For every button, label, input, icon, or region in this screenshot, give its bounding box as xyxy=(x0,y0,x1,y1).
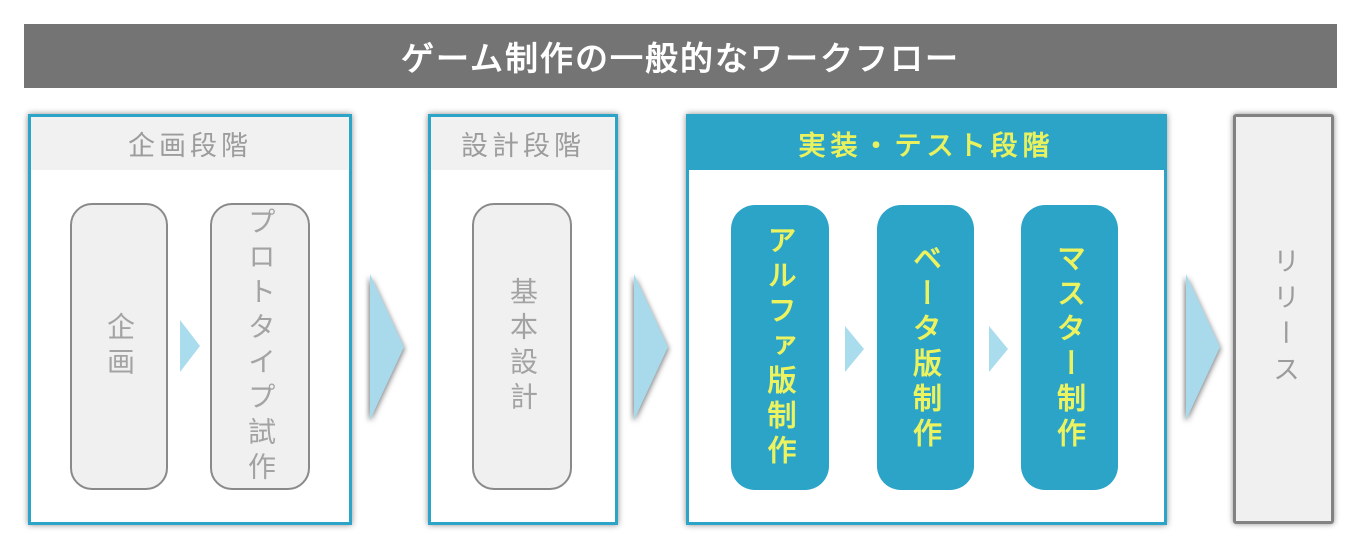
stage-implementation-test-header: 実装・テスト段階 xyxy=(689,117,1164,170)
stage-implementation-test: 実装・テスト段階 アルファ版制作 ベータ版制作 マスター制作 xyxy=(686,114,1167,525)
stage-planning: 企画段階 企画 プロトタイプ試作 xyxy=(28,114,352,525)
stage-arrow-shape xyxy=(1186,274,1220,420)
step-arrow-icon xyxy=(845,326,864,372)
step-arrow-icon xyxy=(180,320,200,372)
stage-design-header: 設計段階 xyxy=(431,117,615,170)
stage-planning-label: 企画段階 xyxy=(128,131,252,162)
node-basic-design-label: 基本設計 xyxy=(506,276,539,417)
node-planning: 企画 xyxy=(70,203,168,490)
node-master-build: マスター制作 xyxy=(1021,205,1118,490)
stage-implementation-test-label: 実装・テスト段階 xyxy=(798,131,1055,162)
stage-arrow-icon xyxy=(634,274,668,420)
stage-design: 設計段階 基本設計 xyxy=(428,114,618,525)
node-alpha-build: アルファ版制作 xyxy=(731,205,829,490)
node-alpha-build-label: アルファ版制作 xyxy=(763,225,797,470)
stage-planning-header: 企画段階 xyxy=(31,117,349,170)
release-box: リリース xyxy=(1233,114,1334,524)
node-beta-build-label: ベータ版制作 xyxy=(908,242,943,453)
node-beta-build: ベータ版制作 xyxy=(877,205,974,490)
node-basic-design: 基本設計 xyxy=(472,203,572,490)
stage-design-label: 設計段階 xyxy=(461,131,585,162)
step-arrow-icon xyxy=(989,326,1008,372)
node-prototype: プロトタイプ試作 xyxy=(210,203,310,490)
node-planning-label: 企画 xyxy=(103,311,136,382)
stage-arrow-icon xyxy=(370,274,404,420)
stage-arrow-icon xyxy=(1186,274,1220,420)
title-bar: ゲーム制作の一般的なワークフロー xyxy=(24,24,1337,88)
node-master-build-label: マスター制作 xyxy=(1052,242,1087,453)
release-label: リリース xyxy=(1268,247,1299,391)
stage-arrow-shape xyxy=(634,274,668,420)
page-title: ゲーム制作の一般的なワークフロー xyxy=(400,39,960,78)
stage-arrow-shape xyxy=(370,274,404,420)
node-prototype-label: プロトタイプ試作 xyxy=(244,206,277,487)
